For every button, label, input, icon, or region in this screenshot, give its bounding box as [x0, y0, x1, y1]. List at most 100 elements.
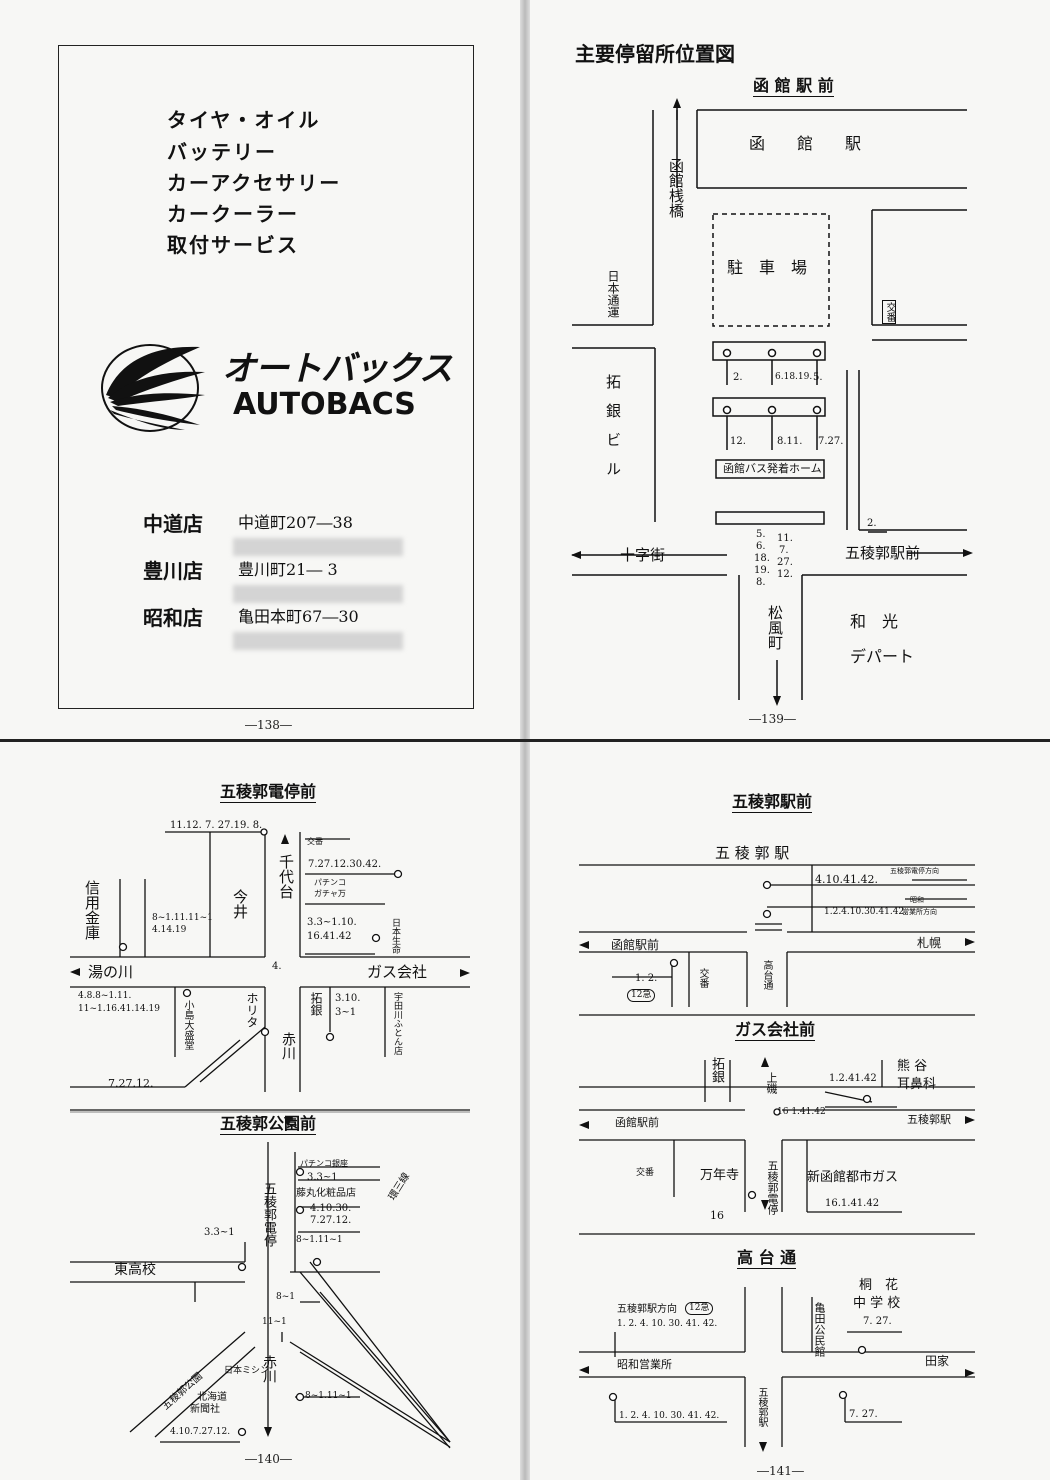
kameda-label: 亀田公民館	[813, 1302, 826, 1357]
route-label: 3~1	[335, 1007, 357, 1018]
hakodate-label: 函館駅前	[615, 1116, 659, 1129]
imai-label: 今井	[231, 889, 249, 919]
gas-label: ガス会社	[367, 963, 428, 981]
stop-number: 5.	[756, 529, 766, 540]
route-label: 4.10.7.27.12.	[170, 1427, 231, 1437]
route-label: 3.3~1.10.	[307, 917, 357, 928]
autobacs-logo	[101, 344, 205, 432]
stop-number: 11.	[777, 533, 793, 544]
route-label: 1. 2. 4. 10. 30. 41. 42.	[619, 1411, 720, 1421]
koban-label: 交番	[636, 1168, 655, 1178]
pier-label: 函館桟橋	[667, 158, 685, 218]
manneji-label: 万年寺	[700, 1168, 740, 1183]
route-label: 1.2.4.10.30.41.42.	[824, 907, 908, 917]
shinbun-label: 新聞社	[190, 1404, 220, 1415]
service-item: カーアクセサリー	[167, 171, 342, 195]
akagawa-label: 赤川	[280, 1032, 296, 1060]
route-label: 7.27.12.	[108, 1077, 154, 1090]
futon-label: 宇田川ふとん店	[392, 992, 402, 1055]
page-divider	[0, 739, 1050, 742]
sapporo-label: 札幌	[917, 936, 942, 950]
shinyo-label: 信用金庫	[83, 880, 101, 940]
station-label: 函 館 駅	[749, 134, 862, 153]
direction-label: 営業所方向	[902, 908, 937, 916]
ad-frame	[58, 45, 474, 709]
taya-label: 田家	[925, 1354, 950, 1368]
brand-latin: AUTOBACS	[233, 387, 416, 422]
wako-label: 和 光	[850, 612, 899, 631]
pachinko-label: パチンコ銀座	[300, 1159, 348, 1168]
store-name: 昭和店	[143, 606, 203, 630]
stop-number: 27.	[777, 557, 793, 568]
route-label: 16.41.42	[307, 931, 352, 942]
store-address: 亀田本町67―30	[238, 607, 359, 626]
route-label: 1. 2. 4. 10. 30. 41. 42.	[617, 1319, 718, 1329]
page-139: 主要停留所位置図 函 館 駅 前 函 館 駅 函館桟橋 日本通運 駐 車 場 交…	[527, 0, 1050, 740]
route-label: 4.10.30.	[310, 1203, 352, 1214]
page-138: タイヤ・オイル バッテリー カーアクセサリー カークーラー 取付サービス オート…	[0, 0, 523, 740]
stop-number: 8.	[756, 577, 766, 588]
page-number: ―138―	[245, 718, 292, 732]
stop-number: 7.	[779, 545, 789, 556]
route-label: 8~1.11.11~1	[152, 913, 213, 923]
route-label: 12急	[685, 1302, 714, 1315]
takugin-label: 拓銀	[309, 992, 323, 1016]
goryoeki-label: 五稜郭駅	[907, 1113, 951, 1126]
kiri-label: 桐 花	[859, 1278, 899, 1293]
page-141: 五稜郭駅前 五 稜 郭 駅 4.10.41.42. 五稜郭電停方向 昭和 1.2…	[527, 742, 1050, 1480]
takugin-label: 拓銀	[709, 1057, 724, 1083]
route-label: 11.12. 7. 27.19. 8.	[170, 820, 263, 831]
stop-number: 19.	[754, 565, 770, 576]
hakodate-label: 函館駅前	[611, 938, 660, 952]
stop-number: 12.	[777, 569, 793, 580]
route-label: 7. 27.	[863, 1316, 892, 1327]
service-item: 取付サービス	[167, 233, 299, 257]
redacted-phone	[233, 538, 403, 556]
stop-number: 6.	[756, 541, 766, 552]
gasco-label: 新函館都市ガス	[807, 1170, 899, 1185]
station-map	[571, 98, 973, 706]
route-label: 4.10.41.42.	[815, 873, 878, 886]
route-label: 4.	[272, 961, 282, 972]
section-title: 五稜郭駅前	[732, 792, 813, 813]
store-address: 中道町207―38	[238, 513, 353, 532]
kojima-label: 小島大盛堂	[182, 1000, 193, 1050]
showa-label: 昭和営業所	[617, 1358, 672, 1371]
terminal-label: 函館バス発着ホーム	[723, 462, 822, 475]
direction-label: 五稜郭駅方向	[617, 1304, 677, 1315]
route-label: 16 1.41.42	[777, 1107, 826, 1117]
chiyo-label: 千代台	[277, 854, 295, 899]
goryokaku-stop-map	[70, 828, 470, 1449]
kumagai-label: 熊 谷	[897, 1059, 928, 1074]
route-label: 3.3~1	[307, 1172, 338, 1183]
route-label: 4.14.19	[152, 925, 187, 935]
store-name: 豊川店	[143, 559, 203, 583]
koban-label: 交番	[882, 300, 896, 324]
store-name: 中道店	[143, 512, 203, 536]
koban-label: 交番	[697, 968, 708, 988]
direction-label: 昭和	[910, 896, 924, 904]
route-label: 16	[710, 1209, 724, 1222]
direction-label: 五稜郭電停方向	[890, 867, 939, 875]
jibika-label: 耳鼻科	[897, 1077, 937, 1092]
matsukaze-label: 松風町	[766, 605, 784, 650]
mishin-label: 日本ミシン	[224, 1366, 270, 1376]
page-number: ―140―	[245, 1452, 292, 1466]
nittsu-label: 日本通運	[606, 270, 620, 318]
service-item: バッテリー	[167, 140, 277, 164]
route-label: 11~1.16.41.14.19	[78, 1004, 160, 1014]
route-label: 7.27.12.30.42.	[308, 859, 382, 870]
route-label: 8~1.11~1	[296, 1235, 343, 1245]
chugaku-label: 中 学 校	[853, 1296, 901, 1311]
route-label: 3.10.	[335, 993, 361, 1004]
section-title: 五稜郭公園前	[220, 1114, 317, 1135]
densha-label: 五稜郭電停	[261, 1182, 276, 1247]
route-label: 11~1	[262, 1317, 287, 1327]
kamiiso-label: 上磯	[765, 1072, 778, 1094]
bus-stop-label: 12.	[730, 436, 746, 447]
stop-number: 2.	[867, 518, 877, 529]
store-address: 豊川町21― 3	[238, 560, 338, 579]
brand-kana: オートバックス	[222, 349, 453, 389]
section-title: 五稜郭電停前	[220, 782, 317, 803]
section-title: ガス会社前	[735, 1020, 816, 1041]
